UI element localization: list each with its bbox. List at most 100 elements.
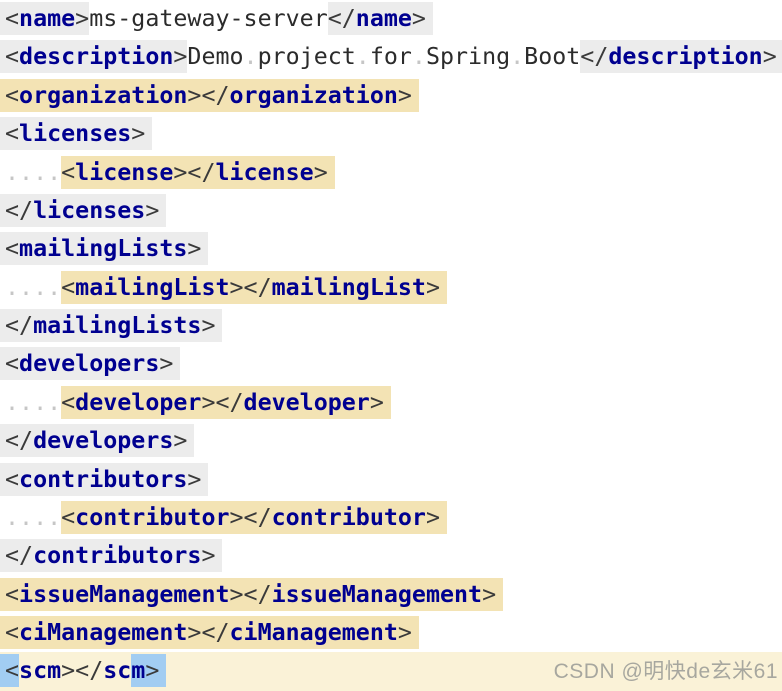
xml-punctuation: < <box>61 503 76 531</box>
highlight-run: <licenses> <box>0 117 153 151</box>
xml-tag-name: ciManagement <box>229 619 398 646</box>
xml-punctuation: < <box>5 350 20 378</box>
highlight-run: <organization></organization> <box>0 78 419 112</box>
highlight-run: <contributor></contributor> <box>61 500 447 534</box>
xml-punctuation: < <box>5 81 20 109</box>
xml-tag-name: name <box>355 5 412 32</box>
xml-tag-name: developer <box>75 388 202 416</box>
xml-tag-name: mailingList <box>271 273 426 301</box>
code-line[interactable]: ....<license></license> <box>0 154 782 192</box>
code-line[interactable]: </developers> <box>0 422 782 460</box>
xml-punctuation: > <box>482 580 497 608</box>
code-line[interactable]: <licenses> <box>0 115 782 153</box>
code-line[interactable]: <mailingLists> <box>0 230 782 268</box>
xml-punctuation: < <box>5 120 20 148</box>
xml-tag-name: issueManagement <box>271 580 483 608</box>
xml-tag-name: mailingLists <box>19 235 188 263</box>
xml-punctuation: < <box>61 273 76 301</box>
xml-punctuation: > <box>145 196 160 224</box>
xml-punctuation: </ <box>5 427 34 455</box>
xml-punctuation: </ <box>327 5 356 32</box>
xml-punctuation: </ <box>201 619 230 646</box>
xml-text: ms-gateway-server <box>89 5 328 32</box>
xml-punctuation: ></ <box>61 657 104 685</box>
xml-punctuation: < <box>5 43 20 71</box>
code-run: scm></sc <box>19 654 131 687</box>
code-line[interactable]: <ciManagement></ciManagement> <box>0 614 782 652</box>
code-line[interactable]: <organization></organization> <box>0 77 782 115</box>
xml-punctuation: </ <box>187 158 216 186</box>
xml-punctuation: < <box>5 657 20 685</box>
xml-punctuation: > <box>762 43 777 71</box>
xml-punctuation: < <box>5 235 20 263</box>
code-line[interactable]: </licenses> <box>0 192 782 230</box>
highlight-run: </contributors> <box>0 539 223 573</box>
xml-punctuation: > <box>397 81 412 109</box>
xml-punctuation: > <box>313 158 328 186</box>
xml-punctuation: > <box>201 388 216 416</box>
highlight-run: <description> <box>0 40 188 74</box>
xml-tag-name: sc <box>103 657 132 685</box>
code-line[interactable]: ....<mailingList></mailingList> <box>0 269 782 307</box>
xml-tag-name: mailingLists <box>33 312 202 339</box>
xml-punctuation: > <box>425 273 440 301</box>
xml-punctuation: < <box>61 388 76 416</box>
xml-tag-name: contributor <box>271 503 426 531</box>
code-line[interactable]: </contributors> <box>0 537 782 575</box>
xml-punctuation: < <box>5 5 20 32</box>
code-line[interactable]: <scm></scm> <box>0 652 782 691</box>
xml-punctuation: </ <box>5 542 34 570</box>
code-line[interactable]: <name>ms-gateway-server</name> <box>0 0 782 38</box>
highlight-run: <name> <box>0 2 90 35</box>
highlight-run: </mailingLists> <box>0 309 223 342</box>
whitespace-dots: .... <box>5 158 62 186</box>
code-run: .... <box>5 386 61 419</box>
xml-tag-name: contributors <box>33 542 202 570</box>
xml-tag-name: mailingList <box>75 273 230 301</box>
xml-tag-name: contributor <box>75 503 230 531</box>
xml-punctuation: > <box>411 5 426 32</box>
whitespace-dots: .... <box>5 503 62 531</box>
code-line[interactable]: ....<contributor></contributor> <box>0 499 782 537</box>
xml-punctuation: </ <box>243 580 272 608</box>
xml-punctuation: > <box>397 619 412 646</box>
xml-tag-name: scm <box>19 657 62 685</box>
xml-punctuation: > <box>173 43 188 71</box>
csdn-watermark: CSDN @明快de玄米61 <box>553 660 778 683</box>
highlight-run: <issueManagement></issueManagement> <box>0 577 504 611</box>
xml-punctuation: > <box>173 158 188 186</box>
xml-punctuation: > <box>187 235 202 263</box>
highlight-run: <ciManagement></ciManagement> <box>0 616 419 649</box>
highlight-run: <mailingList></mailingList> <box>61 270 447 304</box>
code-line[interactable]: ....<developer></developer> <box>0 384 782 422</box>
xml-punctuation: < <box>5 465 20 493</box>
xml-punctuation: > <box>369 388 384 416</box>
xml-tag-name: description <box>19 43 174 71</box>
xml-tag-name: licenses <box>19 120 132 148</box>
code-line[interactable]: </mailingLists> <box>0 307 782 345</box>
xml-punctuation: > <box>159 350 174 378</box>
code-run: .... <box>5 501 61 534</box>
xml-tag-name: organization <box>19 81 188 109</box>
whitespace-dots: .... <box>5 388 62 416</box>
code-line[interactable]: <issueManagement></issueManagement> <box>0 576 782 614</box>
xml-punctuation: < <box>5 580 20 608</box>
code-line[interactable]: <description>Demo.project.for.Spring.Boo… <box>0 38 782 76</box>
code-line[interactable]: <developers> <box>0 345 782 383</box>
highlight-run: <developer></developer> <box>61 385 391 419</box>
xml-punctuation: > <box>75 5 90 32</box>
xml-punctuation: > <box>187 465 202 493</box>
xml-punctuation: > <box>229 273 244 301</box>
xml-tag-name: m <box>131 657 146 685</box>
code-line[interactable]: <contributors> <box>0 461 782 499</box>
xml-punctuation: > <box>145 657 160 685</box>
xml-punctuation: </ <box>243 273 272 301</box>
highlight-run: </licenses> <box>0 193 167 227</box>
xml-punctuation: > <box>187 81 202 109</box>
xml-punctuation: < <box>61 158 76 186</box>
xml-punctuation: </ <box>215 388 244 416</box>
code-run: ms-gateway-server <box>89 2 328 35</box>
xml-punctuation: > <box>229 580 244 608</box>
